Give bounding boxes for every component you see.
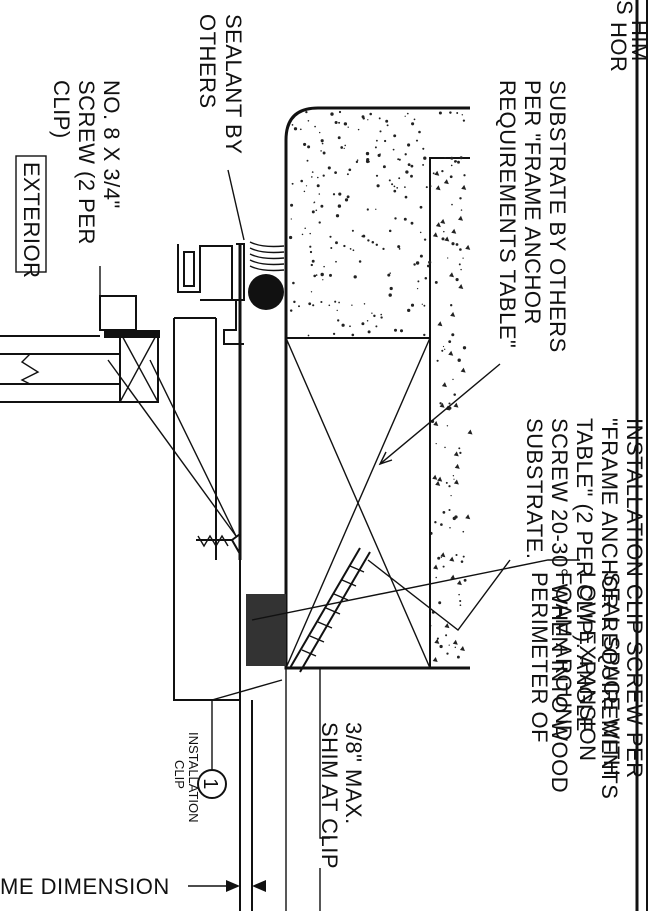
- clip-screw-note-line-4: SCREW 20-30° WHEN INTO WOOD: [547, 418, 572, 793]
- frame-dimension-label: ME DIMENSION: [0, 874, 170, 899]
- frame-dimension-line: [188, 880, 266, 892]
- exterior-label: EXTERIOR: [19, 162, 44, 278]
- clip-screw-note-line-5: SUBSTRATE.: [522, 418, 547, 560]
- frame-screw: [196, 532, 241, 560]
- seal-note-line-4: PERIMETER OF: [527, 572, 552, 743]
- clip-screw-note-line-3: TABLE" (2 PER CLIP). ANGLE: [572, 418, 597, 732]
- callout-label-line-1: INSTALLATION: [186, 732, 201, 823]
- substrate-note-fragment: S: [612, 0, 637, 15]
- clip-screw-note-line-2: "FRAME ANCHOR REQUIREMENTS: [597, 418, 622, 799]
- glazing-unit: [0, 295, 160, 403]
- seal-note-line-3: FOAM AROUND: [551, 572, 576, 741]
- exterior-box: [15, 155, 47, 273]
- callout-number: 1: [199, 778, 221, 790]
- sealant-note-line-1: SEALANT BY: [221, 14, 246, 154]
- sealant-joint: [248, 241, 285, 310]
- seal-note-line-2: LOW EXPANSION: [575, 572, 600, 761]
- substrate-stipple: [288, 110, 473, 663]
- callout-label-line-2: CLIP: [172, 760, 187, 789]
- foam-seal: [246, 594, 286, 666]
- substrate-note-line-1: SUBSTRATE BY OTHERS: [545, 80, 570, 353]
- screw-note-line-3: CLIP): [49, 80, 74, 139]
- sheet-border: [635, 0, 648, 911]
- seal-note-line-1: SEAL SPACE WITH: [599, 572, 624, 776]
- substrate-note-line-2: PER "FRAME ANCHOR: [520, 80, 545, 325]
- installation-clip-callout: 1 INSTALLATION CLIP: [172, 732, 227, 823]
- sealant-note-line-2: OTHERS: [195, 14, 220, 109]
- wood-blocking: [285, 337, 431, 669]
- substrate-block: [284, 106, 473, 670]
- shim-note-fragment-2: HOR: [606, 22, 631, 72]
- shim-note-line-2: SHIM AT CLIP: [317, 722, 342, 869]
- leader-lines: [99, 169, 580, 911]
- shim-note-line-1: 3/8" MAX.: [341, 722, 366, 825]
- window-frame: [173, 243, 245, 701]
- installation-clip-screw: [289, 547, 371, 673]
- screw-note-line-2: SCREW (2 PER: [74, 80, 99, 245]
- shim-note-fragment-1: HIM: [627, 20, 651, 62]
- substrate-note-line-3: REQUIREMENTS TABLE": [495, 80, 520, 348]
- clip-screw-note-line-1: INSTALLATION CLIP SCREW PER: [622, 418, 647, 779]
- screw-note-line-1: NO. 8 X 3/4": [99, 80, 124, 209]
- backer-rod: [248, 274, 284, 310]
